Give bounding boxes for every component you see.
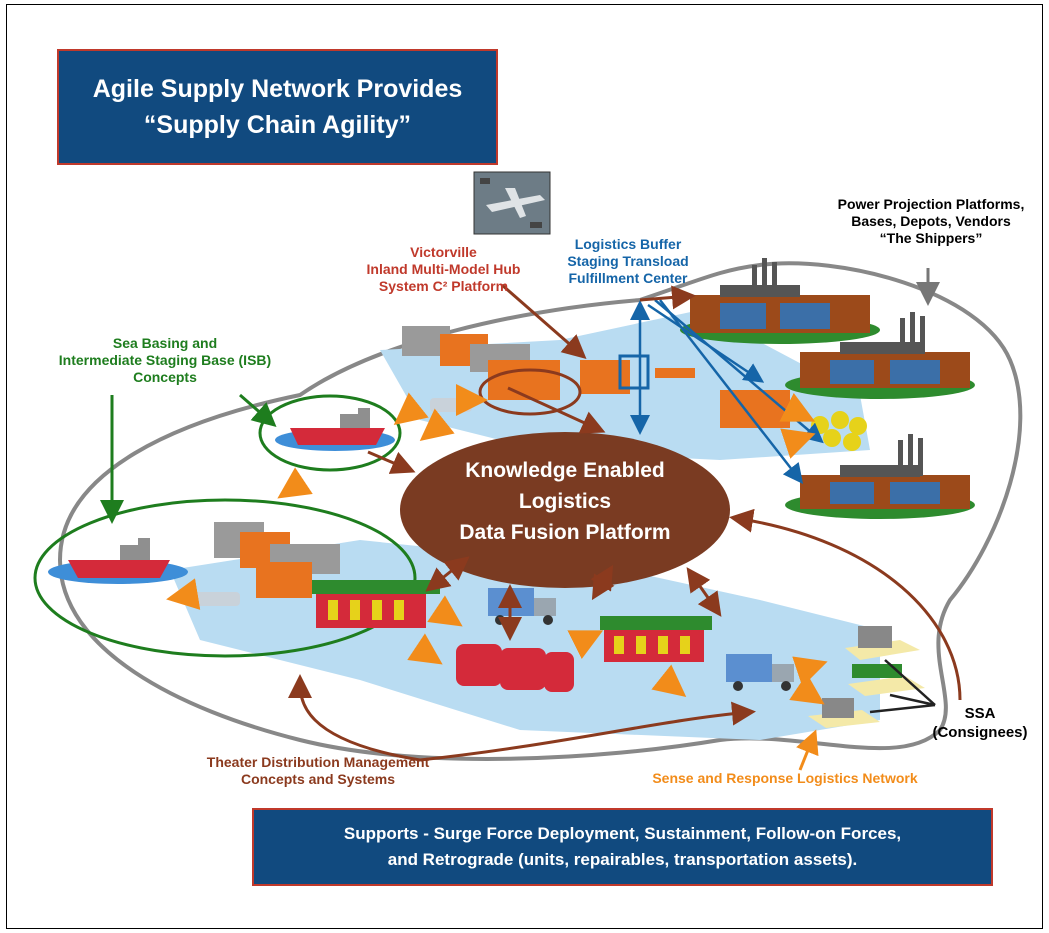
buffer-line-2: Staging Transload (567, 253, 689, 269)
warehouse-2 (600, 616, 712, 662)
power-line-2: Bases, Depots, Vendors (851, 213, 1011, 229)
ssa-label: SSA (Consignees) (925, 704, 1035, 742)
title-banner: Agile Supply Network Provides “Supply Ch… (57, 49, 498, 165)
orange-flow-arrows (166, 384, 828, 705)
sea-line-3: Concepts (133, 369, 197, 385)
ship-2 (290, 408, 385, 445)
sea-line-2: Intermediate Staging Base (ISB) (58, 352, 272, 368)
power-line-3: “The Shippers” (879, 230, 983, 246)
theater-line-1: Theater Distribution Management (206, 754, 430, 770)
ssa-line-2: (Consignees) (932, 724, 1028, 741)
hub-label: Knowledge Enabled Logistics Data Fusion … (405, 455, 725, 548)
factory-1 (680, 258, 880, 344)
sense-line-1: Sense and Response Logistics Network (652, 770, 918, 786)
hub-line-1: Knowledge Enabled (465, 459, 665, 482)
bottom-line-2: and Retrograde (units, repairables, tran… (387, 850, 858, 869)
hub-line-2: Logistics (518, 490, 612, 513)
ssa-line-1: SSA (964, 705, 996, 722)
power-line-1: Power Projection Platforms, (837, 196, 1025, 212)
sense-response-label: Sense and Response Logistics Network (620, 770, 950, 787)
train (456, 644, 574, 692)
title-line-2: “Supply Chain Agility” (143, 111, 412, 139)
hub-ellipse (400, 432, 730, 588)
theater-distribution-label: Theater Distribution Management Concepts… (168, 754, 468, 788)
upper-containers (402, 326, 867, 451)
isb-ellipse-large (33, 498, 417, 658)
lower-containers (195, 522, 340, 606)
sense-pointer (796, 729, 819, 771)
green-pointers (100, 393, 277, 524)
sea-line-1: Sea Basing and (112, 335, 218, 351)
logistics-buffer-label: Logistics Buffer Staging Transload Fulfi… (548, 236, 708, 287)
sea-basing-label: Sea Basing and Intermediate Staging Base… (30, 335, 300, 386)
factory-3 (785, 434, 975, 519)
victorville-label: Victorville Inland Multi-Model Hub Syste… (356, 244, 531, 295)
isb-ellipse-small (258, 394, 402, 472)
theater-line-2: Concepts and Systems (240, 771, 396, 787)
power-projection-label: Power Projection Platforms, Bases, Depot… (826, 196, 1036, 247)
hub-line-3: Data Fusion Platform (459, 521, 671, 544)
buffer-line-3: Fulfillment Center (568, 270, 688, 286)
ssa-pointers (869, 659, 936, 714)
bottom-banner: Supports - Surge Force Deployment, Susta… (252, 808, 993, 886)
brown-arrows (288, 283, 962, 762)
truck-2 (726, 654, 794, 691)
factory-2 (785, 312, 975, 399)
warehouse-1 (312, 580, 440, 628)
title-line-1: Agile Supply Network Provides (92, 75, 463, 103)
victorville-line-2: Inland Multi-Model Hub (366, 261, 521, 277)
victorville-line-1: Victorville (410, 244, 477, 260)
victorville-line-3: System C² Platform (378, 278, 509, 294)
bottom-line-1: Supports - Surge Force Deployment, Susta… (343, 824, 902, 843)
ssa-stacks (808, 626, 925, 728)
ship-1 (68, 538, 170, 578)
buffer-line-1: Logistics Buffer (574, 236, 682, 252)
